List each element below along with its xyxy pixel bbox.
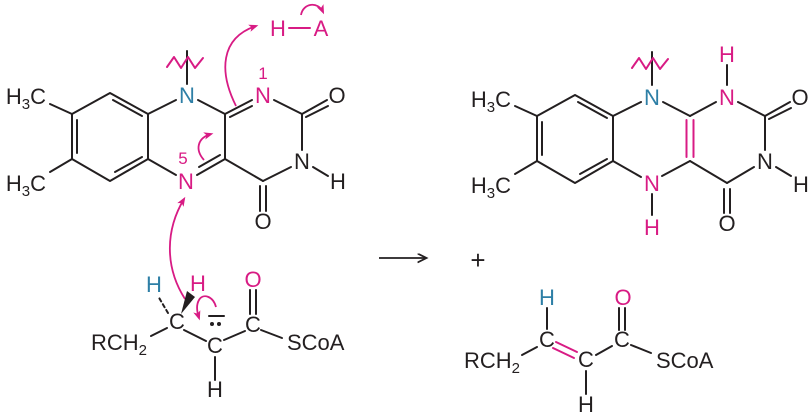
h-beta-left-label: H <box>146 272 162 297</box>
n3-h-label: H <box>793 172 809 197</box>
proton-donor: H A <box>270 16 329 41</box>
n3-h-bond <box>775 166 792 177</box>
methyl-bottom-label: H3C <box>471 173 511 202</box>
c-alpha-label: C <box>207 333 223 358</box>
aromatic-inner-bond <box>112 99 143 117</box>
mechanism-arrows <box>169 3 325 321</box>
r-group-label: RCH2 <box>464 348 520 377</box>
c-carbonyl-label: C <box>614 327 630 352</box>
plus-sign: + <box>470 245 485 275</box>
c-beta-label: C <box>539 327 555 352</box>
r-group-squiggle <box>166 56 204 69</box>
substrate-structure: RCH2 C H H C H C O SCoA <box>91 267 345 402</box>
benzene-ring <box>71 92 149 182</box>
n3-h-label: H <box>330 169 346 194</box>
c2-o-double-bond <box>301 99 328 115</box>
c-c-double-bond <box>555 341 578 353</box>
arrow-n1-to-proton <box>224 24 259 107</box>
right-flavin-structure: H3C H3C N N H N H N H O O <box>471 42 809 240</box>
arrow-hydride-to-n5 <box>169 196 186 300</box>
c2-oxygen-label: O <box>791 85 808 110</box>
thioester-label: SCoA <box>287 330 345 355</box>
methyl-bond <box>49 103 73 115</box>
ring-number-5: 5 <box>178 149 187 168</box>
wedge-bond-h <box>181 291 195 314</box>
n5-label: N <box>178 169 194 194</box>
lone-pair-dot <box>210 322 214 326</box>
n1-label: N <box>719 85 735 110</box>
reaction-operators: + <box>379 245 486 275</box>
arrow-carbanion-lone-pair <box>193 295 217 321</box>
c-carbonyl-label: C <box>245 312 261 337</box>
methyl-bottom-label: H3C <box>6 171 46 200</box>
n1-h-label: H <box>719 42 735 67</box>
h-beta-right-label: H <box>190 271 206 296</box>
c4-oxygen-label: O <box>718 211 735 236</box>
lone-pair-dot <box>217 322 221 326</box>
arrow-ha-bond-to-a <box>300 3 325 16</box>
aromatic-inner-bond <box>577 101 608 119</box>
product-structure: RCH2 C H C H C O SCoA <box>464 285 714 417</box>
h-beta-label: H <box>539 285 555 310</box>
benzene-ring <box>536 94 614 184</box>
c2-oxygen-label: O <box>328 83 345 108</box>
c-beta-label: C <box>169 309 185 334</box>
c10a-n1-double-bond <box>224 99 253 115</box>
c-alpha-label: C <box>578 347 594 372</box>
methyl-bond <box>49 158 73 173</box>
n10-label: N <box>179 83 195 108</box>
n3-h-bond <box>312 166 329 177</box>
h-alpha-label: H <box>578 392 594 417</box>
methyl-bond <box>514 160 538 175</box>
arrow-ring-electrons-to-c4a <box>197 132 214 161</box>
c4-oxygen-label: O <box>254 209 271 234</box>
n10-label: N <box>644 85 660 110</box>
c2-o-double-bond <box>764 101 791 117</box>
o-carbonyl-label: O <box>244 267 261 292</box>
thioester-label: SCoA <box>656 348 714 373</box>
n3-label: N <box>757 149 773 174</box>
left-flavin-structure: H3C H3C N N 1 N 5 N H O O <box>6 50 346 234</box>
aromatic-inner-bond <box>579 158 608 175</box>
n5-h-label: H <box>644 215 660 240</box>
c4a-n5-double-bond <box>196 158 226 176</box>
r-group-squiggle <box>631 57 669 70</box>
n5-label: N <box>644 171 660 196</box>
methyl-bond <box>514 105 538 117</box>
methyl-top-label: H3C <box>6 84 46 113</box>
ring-number-1: 1 <box>258 64 267 83</box>
acid-a-label: A <box>314 16 329 41</box>
h-alpha-label: H <box>207 377 223 402</box>
dashed-bond-h <box>157 295 169 314</box>
aromatic-inner-bond <box>114 156 143 173</box>
n3-label: N <box>294 149 310 174</box>
methyl-top-label: H3C <box>471 87 511 116</box>
n1-label: N <box>255 83 271 108</box>
proton-h-label: H <box>270 16 286 41</box>
r-group-label: RCH2 <box>91 330 147 359</box>
o-carbonyl-label: O <box>614 285 631 310</box>
